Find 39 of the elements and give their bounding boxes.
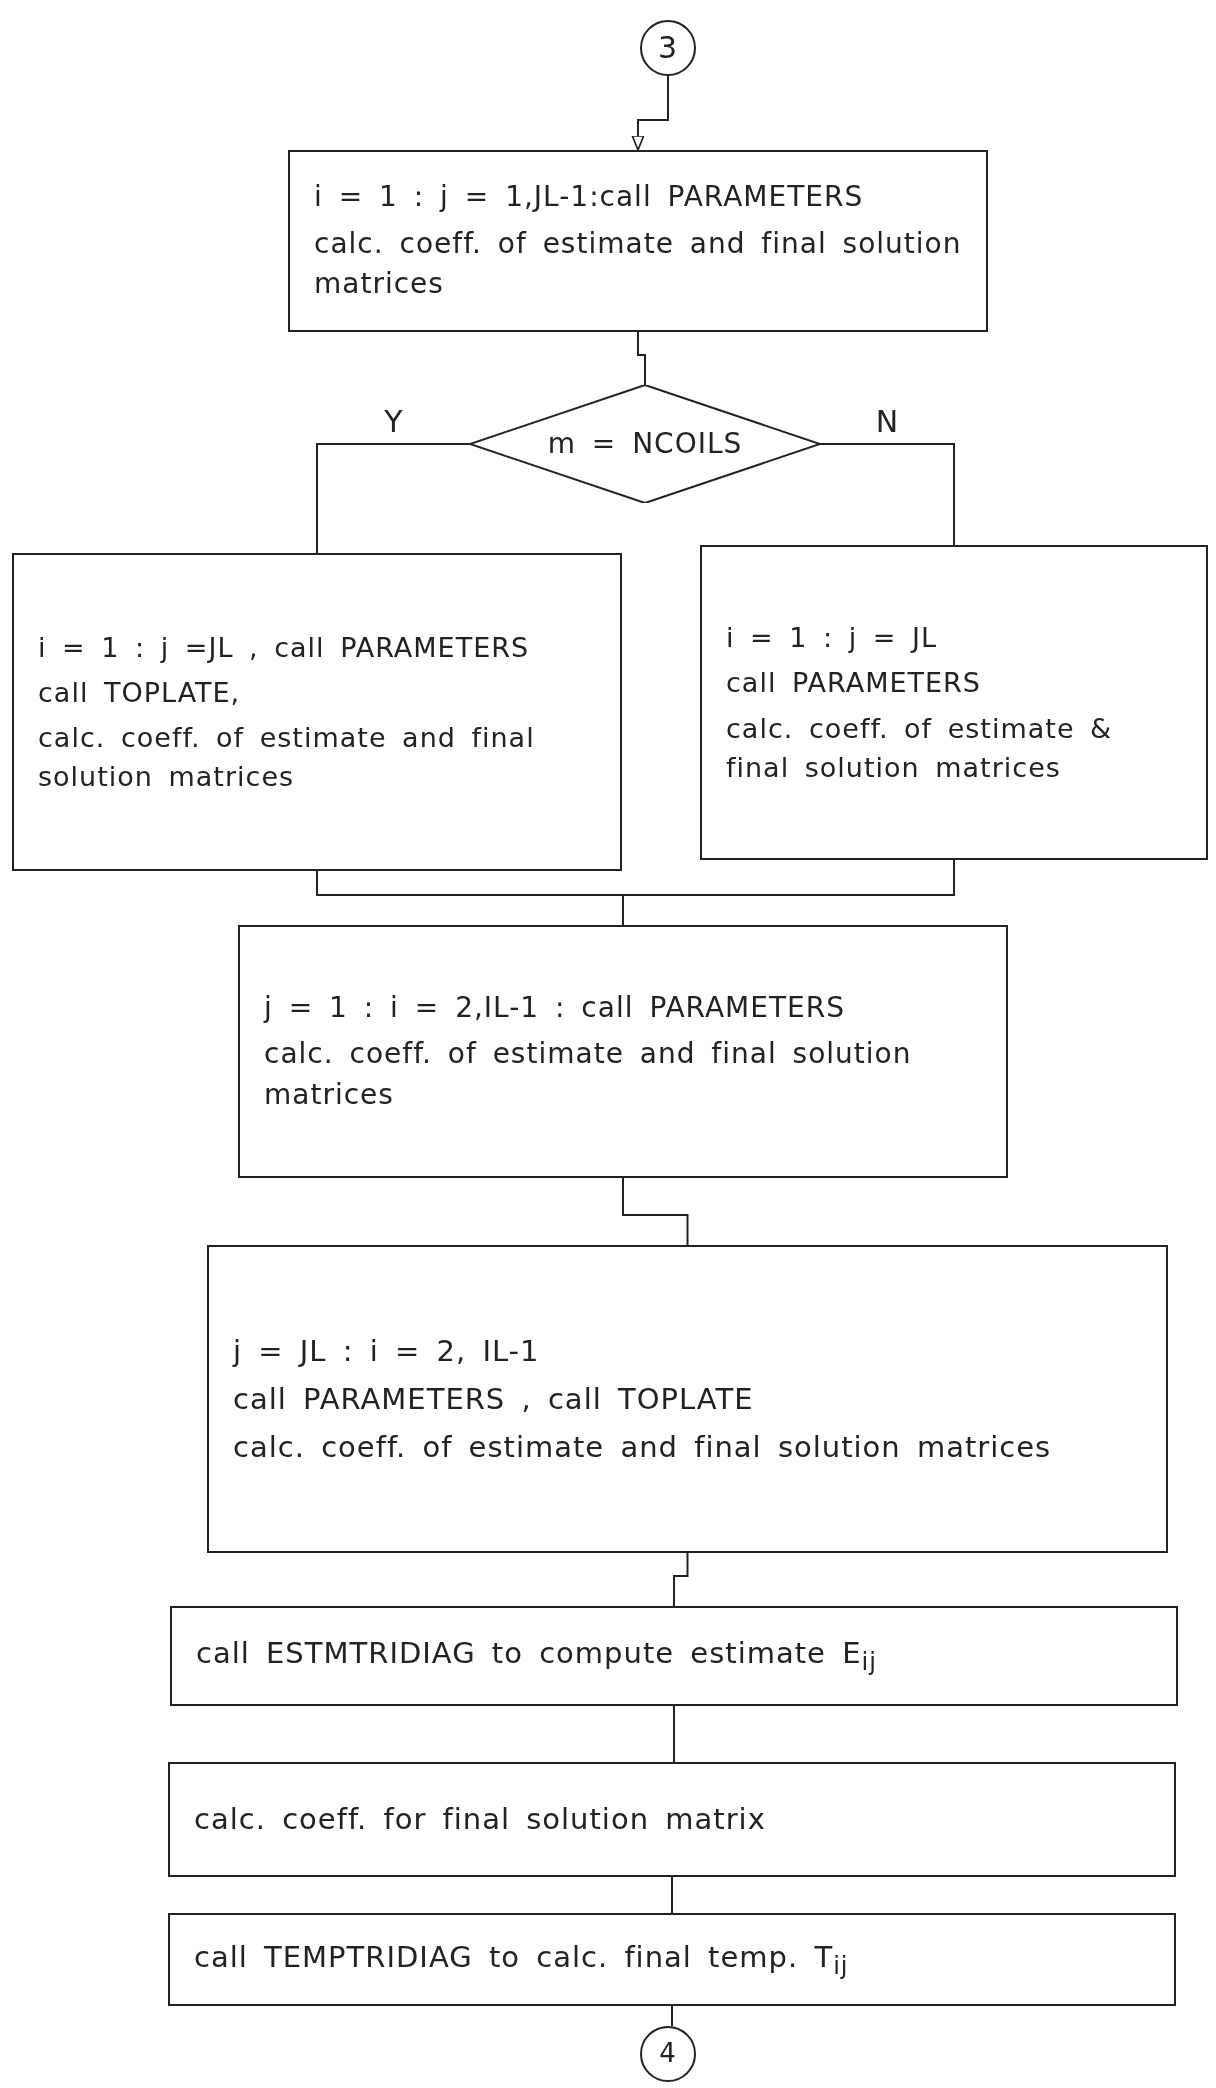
- connector-circle: [640, 20, 696, 76]
- decision-diamond: [470, 385, 820, 503]
- connector-number: 3: [657, 29, 679, 68]
- connector-line: [637, 331, 646, 386]
- connector-line: [671, 1876, 673, 1914]
- step-text: i = 1 : j = JL: [726, 621, 938, 656]
- step-text: call ESTMTRIDIAG to compute estimate E$_{ij}$: [196, 1635, 877, 1678]
- step-text: calc. coeff. of estimate & final solution matrices: [726, 711, 1114, 785]
- step-text: calc. coeff. of estimate and final solution matrices: [38, 721, 536, 795]
- step-text: call PARAMETERS , call TOPLATE: [233, 1380, 754, 1418]
- step-text: calc. coeff. for final solution matrix: [194, 1801, 766, 1839]
- connector-circle: [640, 2026, 696, 2082]
- connector-line: [316, 443, 471, 554]
- step-text: j = 1 : i = 2,IL-1 : call PARAMETERS: [264, 989, 845, 1026]
- process-box: [288, 150, 988, 332]
- step-text: m = NCOILS: [547, 425, 743, 462]
- process-box: [12, 553, 622, 871]
- step-text: call TOPLATE,: [38, 675, 241, 710]
- process-box: [700, 545, 1208, 860]
- arrow: [631, 75, 669, 151]
- step-text: calc. coeff. of estimate and final solution matrices: [314, 225, 962, 303]
- process-box: [168, 1762, 1176, 1877]
- step-text: calc. coeff. of estimate and final solution matrices: [233, 1429, 1052, 1466]
- process-box: [207, 1245, 1168, 1553]
- process-box: [170, 1606, 1178, 1706]
- connector-line: [673, 1552, 689, 1607]
- process-box: [168, 1913, 1176, 2006]
- connector-line: [819, 443, 955, 546]
- step-text: j = JL : i = 2, IL-1: [233, 1332, 540, 1370]
- step-text: call TEMPTRIDIAG to calc. final temp. T$_{ij}$: [194, 1938, 849, 1982]
- step-text: calc. coeff. of estimate and final solution matrices: [264, 1036, 913, 1113]
- process-box: [238, 925, 1008, 1178]
- connector-line: [622, 1177, 689, 1246]
- connector-number: 4: [659, 2037, 677, 2071]
- step-text: i = 1 : j = 1,JL-1:call PARAMETERS: [314, 179, 864, 216]
- step-text: call PARAMETERS: [726, 666, 981, 701]
- connector-line: [671, 2005, 673, 2027]
- connector-line: [673, 1705, 675, 1763]
- step-text: i = 1 : j =JL , call PARAMETERS: [38, 630, 530, 665]
